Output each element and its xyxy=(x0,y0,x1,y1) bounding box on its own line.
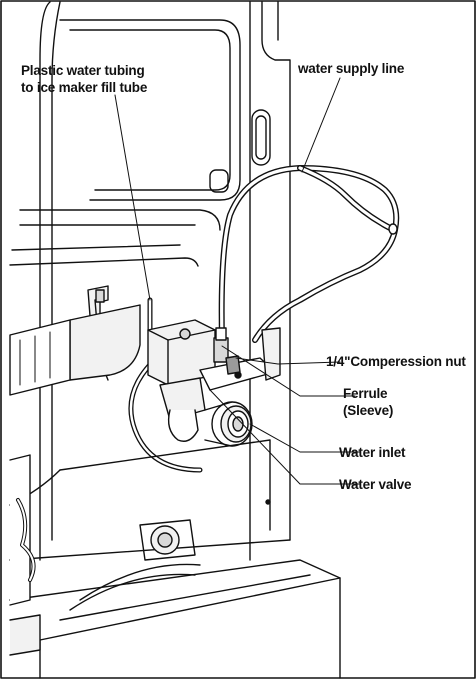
label-ferrule-line-1: Ferrule xyxy=(343,386,388,401)
supply-line-end xyxy=(388,223,398,235)
leader-ferrule xyxy=(221,345,356,397)
label-compression-nut: 1/4"Comperession nut xyxy=(326,354,466,369)
label-plastic-tubing-line-1: Plastic water tubing xyxy=(21,63,145,78)
label-water-inlet: Water inlet xyxy=(339,445,406,460)
panel-slot-1 xyxy=(251,109,271,166)
ice-maker-bracket xyxy=(9,285,141,396)
label-water-supply-line: water supply line xyxy=(298,61,405,76)
leader-water-inlet xyxy=(249,423,361,453)
label-ferrule-line-2: (Sleeve) xyxy=(343,403,394,418)
compression-nut xyxy=(225,355,241,375)
label-ferrule: Ferrule (Sleeve) xyxy=(343,385,393,419)
leader-lines xyxy=(114,77,361,485)
cabinet-floor xyxy=(9,439,341,679)
label-water-valve: Water valve xyxy=(339,477,412,492)
leader-supply-line xyxy=(301,77,341,173)
leader-water-valve xyxy=(209,389,361,485)
water-valve-body xyxy=(147,319,281,442)
back-panel xyxy=(9,1,291,561)
label-plastic-tubing: Plastic water tubing to ice maker fill t… xyxy=(21,62,147,96)
leader-compression-nut xyxy=(235,357,341,365)
panel-slot-2 xyxy=(255,115,267,160)
water-supply-line xyxy=(218,165,400,348)
panel-slot-3 xyxy=(209,169,229,193)
leader-plastic-tubing xyxy=(114,94,151,301)
label-plastic-tubing-line-2: to ice maker fill tube xyxy=(21,80,148,95)
water-inlet-fitting xyxy=(204,401,253,447)
